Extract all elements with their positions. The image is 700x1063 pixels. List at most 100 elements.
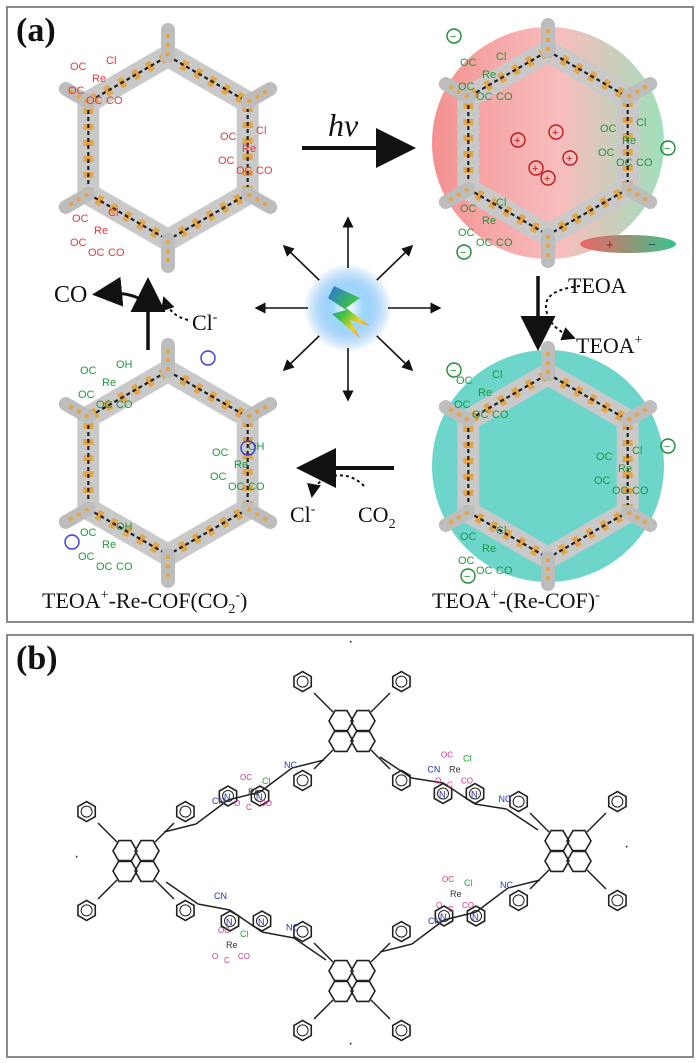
benzene-ring xyxy=(433,782,453,805)
c-atom: C xyxy=(447,781,453,790)
o-atom: O xyxy=(435,777,441,786)
charge-marker: + xyxy=(548,124,564,140)
complex-oc: OC xyxy=(220,131,237,143)
light-label: hv xyxy=(328,107,359,143)
o-atom: O xyxy=(436,901,442,910)
light-rays xyxy=(254,216,442,402)
bond xyxy=(163,823,197,833)
cl-atom: Cl xyxy=(240,929,249,939)
charge-sign: − xyxy=(664,441,670,453)
charge-marker xyxy=(200,350,216,366)
benzene-ring xyxy=(293,1019,313,1042)
complex-oc: OC xyxy=(70,237,87,249)
complex-oc: OC xyxy=(598,147,615,159)
c-atom: C xyxy=(224,956,230,965)
bond xyxy=(259,767,293,793)
complex-re: Re xyxy=(92,73,106,85)
complex-oc: OC xyxy=(458,227,475,239)
complex-oc: OC xyxy=(612,485,629,497)
benzene-ring xyxy=(607,889,627,912)
c-atom: C xyxy=(246,803,252,812)
complex-oc: OC xyxy=(210,471,227,483)
complex-re: Re xyxy=(622,135,636,147)
complex-oc: OC xyxy=(236,165,253,177)
charge-marker: + xyxy=(510,132,526,148)
complex-re: Re xyxy=(482,69,496,81)
complex-oc: OC xyxy=(70,61,87,73)
o-atom: O xyxy=(212,952,218,961)
complex-oc: OC xyxy=(476,237,493,249)
nitrile-nc: NC xyxy=(286,923,299,933)
benzene-ring xyxy=(218,785,238,807)
cof-hexagon xyxy=(438,18,658,268)
panel-b-label: (b) xyxy=(16,640,58,677)
benzene-ring xyxy=(77,899,97,922)
light-ray xyxy=(376,244,414,281)
charge-sign: + xyxy=(532,163,538,175)
cl-atom: Cl xyxy=(464,878,473,888)
bond xyxy=(370,999,391,1020)
bond xyxy=(411,919,445,945)
pyrene-core xyxy=(328,709,376,753)
co-curved-arrow xyxy=(92,276,150,309)
co-ligand: CO xyxy=(462,901,474,910)
c-atom: C xyxy=(448,905,454,914)
complex-oc: OC xyxy=(68,85,85,97)
nitrile-cn: CN xyxy=(427,765,440,775)
charge-marker: − xyxy=(660,140,676,156)
oc-ligand: OC xyxy=(442,875,454,884)
complex-co: CO xyxy=(496,565,513,577)
bond xyxy=(197,903,231,911)
benzene-ring xyxy=(175,899,195,922)
teoa-label: TEOA xyxy=(568,273,627,298)
pyridine-n: N xyxy=(258,917,265,927)
chain-end: · xyxy=(348,636,353,650)
bond xyxy=(97,879,118,900)
complex-oc: OC xyxy=(458,81,475,93)
complex-re: Re xyxy=(482,543,496,555)
complex-oc: OC xyxy=(212,447,229,459)
pyrene-core xyxy=(328,959,376,1003)
charge-marker: − xyxy=(446,362,462,378)
bond xyxy=(313,942,334,963)
complex-co: CO xyxy=(492,409,509,421)
complex-cl: Cl xyxy=(636,117,646,129)
charge-marker: + xyxy=(562,150,578,166)
complex-co: CO xyxy=(496,91,513,103)
pyridine-n: N xyxy=(226,917,233,927)
charge-marker: − xyxy=(660,438,676,454)
benzene-ring xyxy=(252,910,272,932)
panel-a-diagram: + − hv TEOA TEOA+ Cl- CO2 CO Cl- xyxy=(42,18,676,617)
complex-oc: OC xyxy=(616,157,633,169)
complex-oc: OC xyxy=(460,57,477,69)
complex-oc: OC xyxy=(476,91,493,103)
co-label: CO xyxy=(54,282,87,308)
complex-oc: OC xyxy=(78,389,95,401)
chain-end: · xyxy=(348,1035,353,1052)
oc-ligand: OC xyxy=(218,926,230,935)
bond xyxy=(154,879,175,900)
complex-oc: OC xyxy=(96,399,113,411)
charge-sign: + xyxy=(552,127,558,139)
charge-sign: − xyxy=(450,31,456,43)
complex-re: Re xyxy=(234,459,248,471)
pyridine-n: N xyxy=(472,912,479,922)
bond xyxy=(411,777,444,784)
complex-cl: Cl xyxy=(496,51,506,63)
complex-oc: OC xyxy=(460,203,477,215)
charge-marker xyxy=(64,534,80,550)
complex-oc: OC xyxy=(454,399,471,411)
re-atom: Re xyxy=(226,940,238,950)
complex-cl: Cl xyxy=(256,125,266,137)
complex-oc: OC xyxy=(458,555,475,567)
pyridine-n: N xyxy=(256,792,263,802)
cl-label-bottom: Cl- xyxy=(290,502,316,527)
re-atom: Re xyxy=(449,765,461,775)
bond xyxy=(165,881,199,905)
benzene-ring xyxy=(434,905,454,927)
complex-re: Re xyxy=(478,387,492,399)
